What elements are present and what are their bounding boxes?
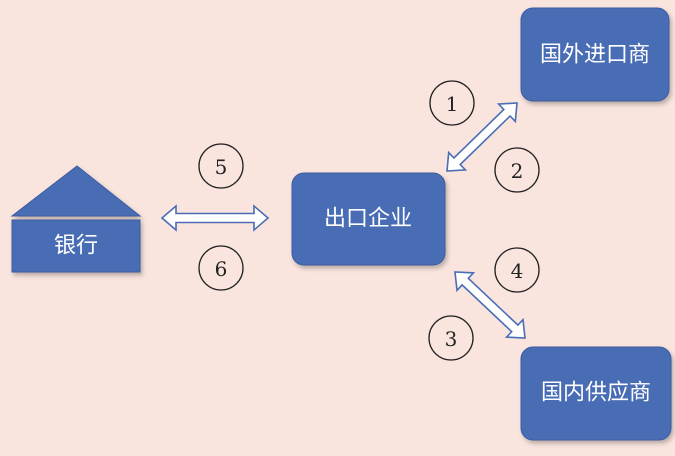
domestic-supplier-label: 国内供应商 bbox=[541, 381, 651, 406]
step-6: 6 bbox=[198, 245, 244, 291]
step-6-circle bbox=[198, 245, 244, 291]
bank-node bbox=[10, 165, 142, 273]
step-6-label: 6 bbox=[215, 257, 228, 281]
arrow-bank-exporter bbox=[160, 204, 270, 232]
step-1: 1 bbox=[429, 80, 475, 126]
step-3-label: 3 bbox=[445, 327, 458, 351]
domestic-supplier-box bbox=[520, 346, 672, 441]
step-2-circle bbox=[494, 147, 540, 193]
step-1-circle bbox=[429, 80, 475, 126]
step-4-label: 4 bbox=[511, 259, 524, 283]
exporter-node bbox=[291, 172, 446, 266]
bank-body bbox=[11, 219, 141, 273]
bank-label: 银行 bbox=[54, 234, 98, 259]
bank-roof bbox=[10, 165, 142, 217]
step-3: 3 bbox=[428, 315, 474, 361]
step-5: 5 bbox=[198, 143, 244, 189]
arrow-exporter-domestic-supplier bbox=[454, 271, 526, 339]
foreign-importer-box bbox=[520, 7, 670, 102]
arrow-exporter-foreign-importer bbox=[446, 102, 518, 172]
step-2-label: 2 bbox=[511, 159, 524, 183]
arrows-group bbox=[160, 102, 526, 339]
step-2: 2 bbox=[494, 147, 540, 193]
step-3-circle bbox=[428, 315, 474, 361]
foreign-importer-label: 国外进口商 bbox=[540, 43, 650, 68]
exporter-label: 出口企业 bbox=[324, 207, 412, 232]
step-4: 4 bbox=[494, 247, 540, 293]
step-5-circle bbox=[198, 143, 244, 189]
foreign-importer-node bbox=[520, 7, 670, 102]
step-1-label: 1 bbox=[446, 92, 459, 116]
step-5-label: 5 bbox=[215, 155, 228, 179]
domestic-supplier-node bbox=[520, 346, 672, 441]
step-4-circle bbox=[494, 247, 540, 293]
exporter-box bbox=[291, 172, 446, 266]
